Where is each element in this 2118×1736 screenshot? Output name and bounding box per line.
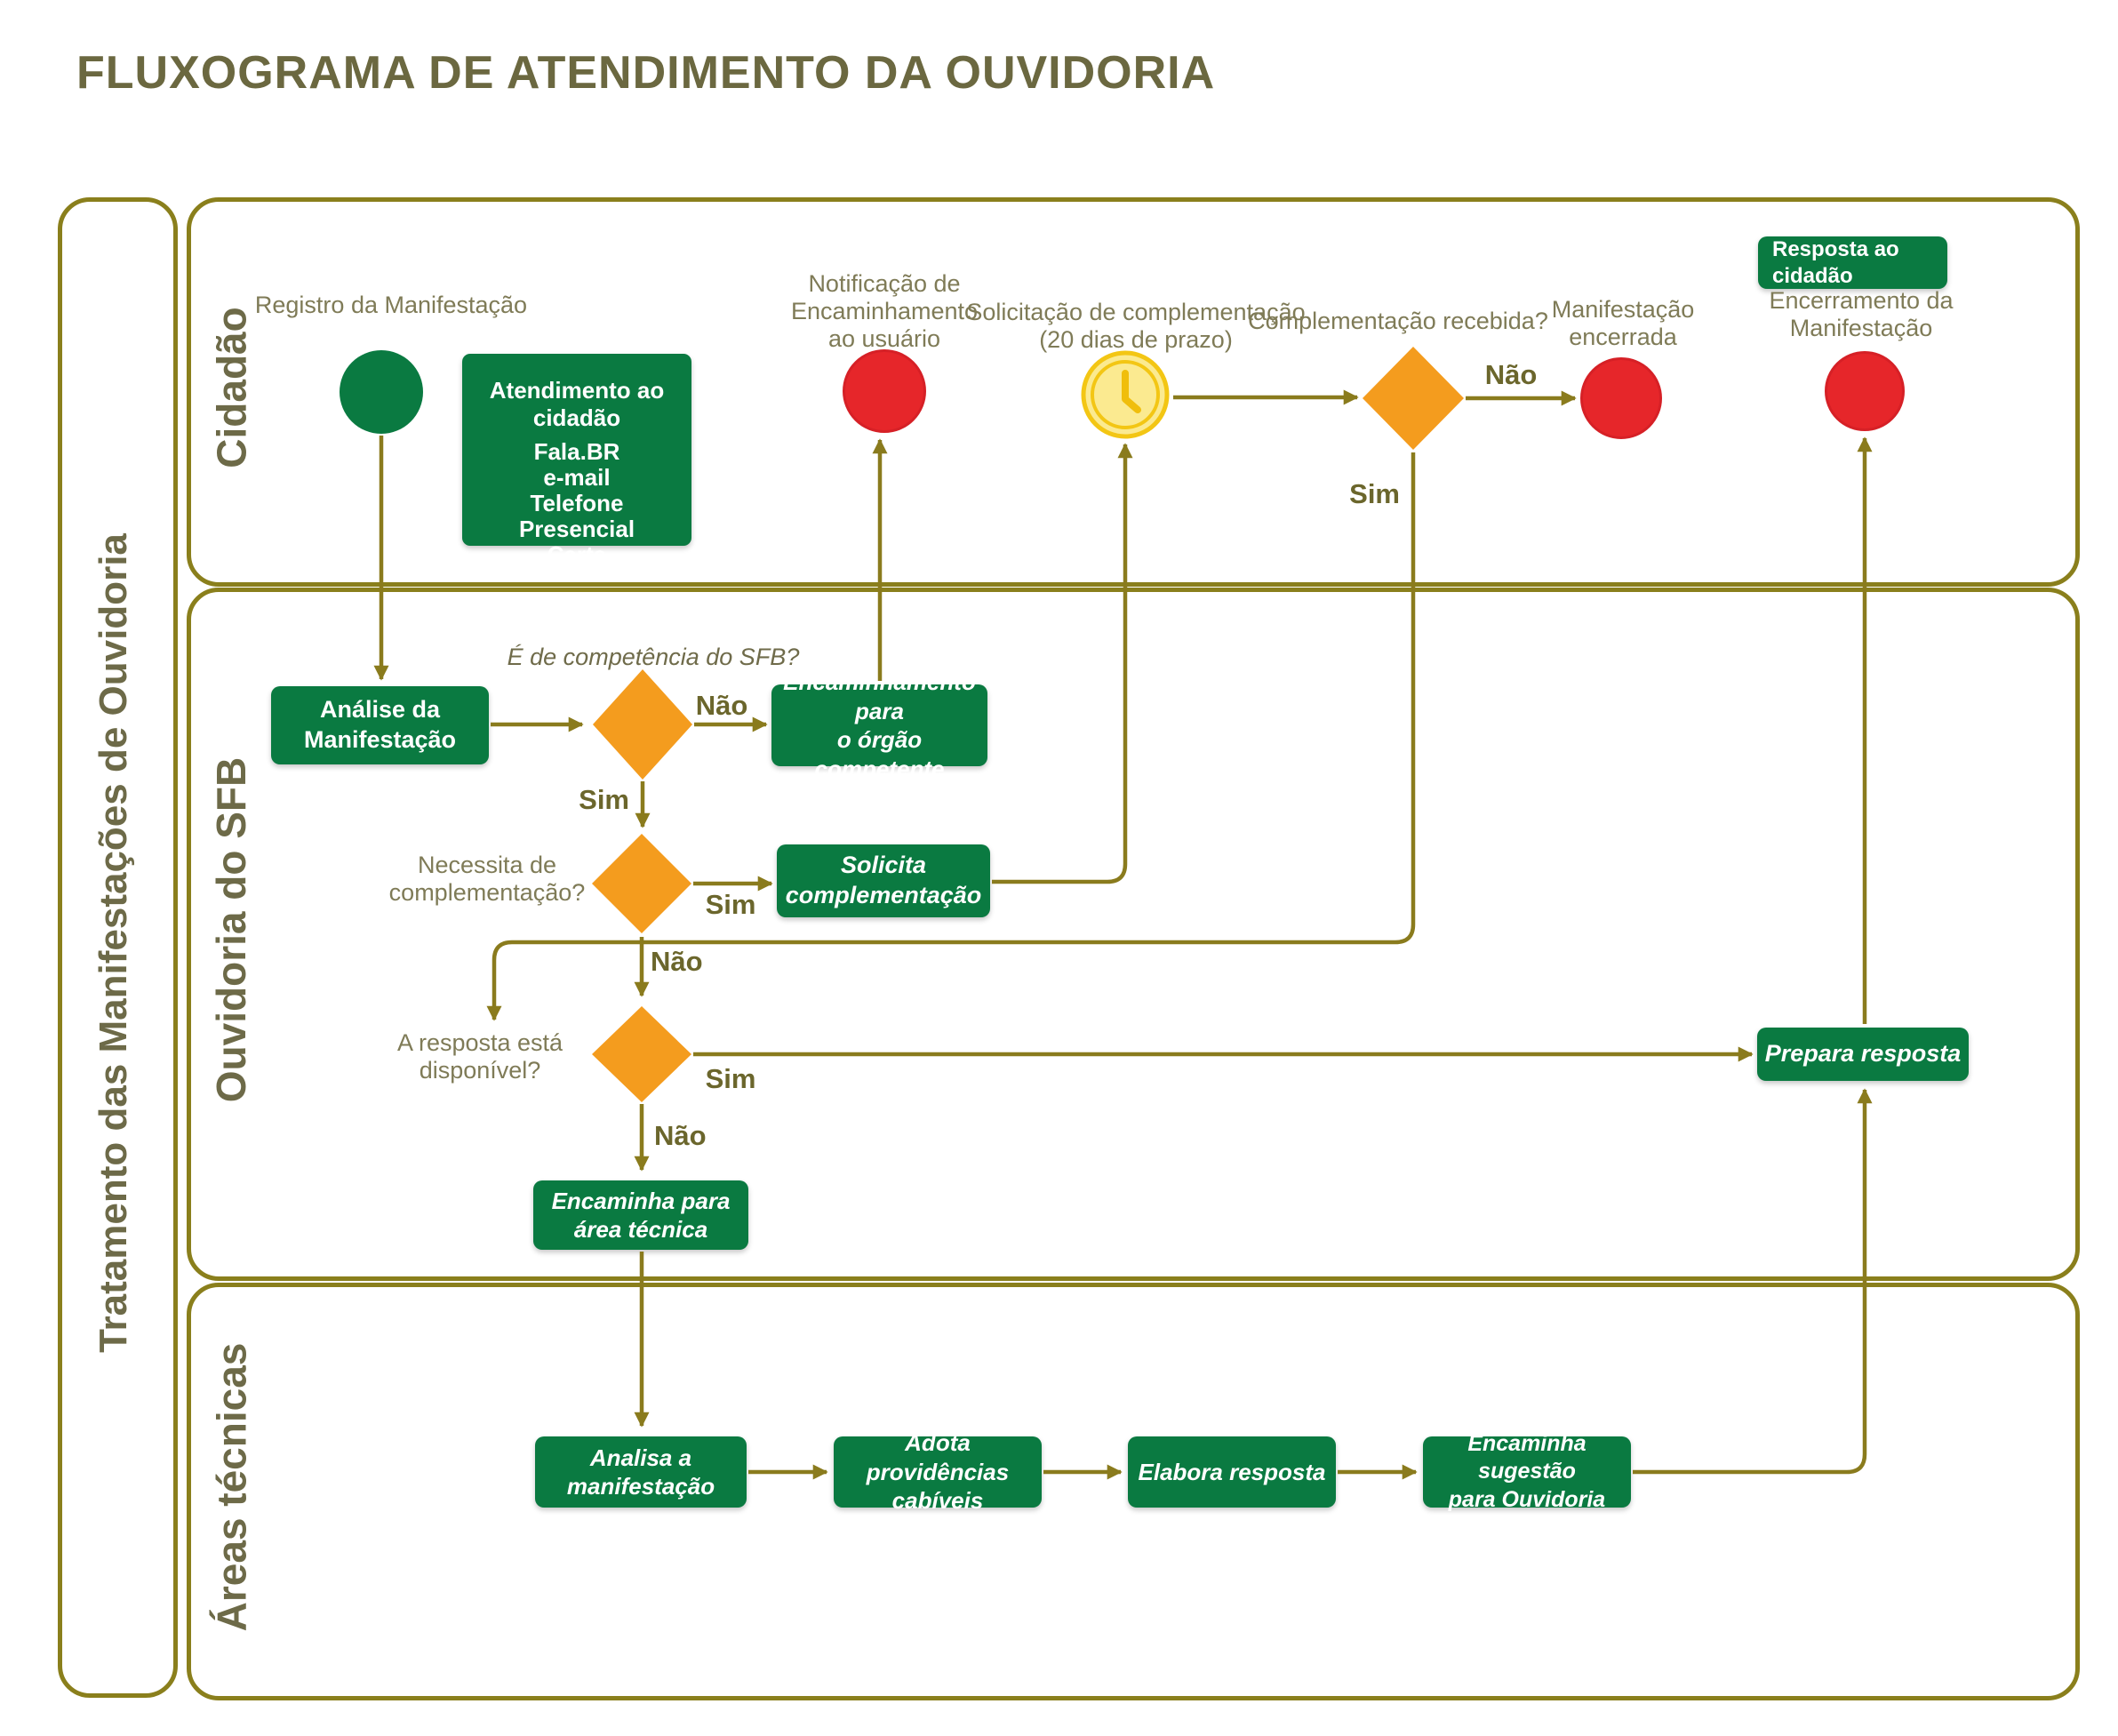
atendimento-box: Atendimento ao cidadão Fala.BR e-mail Te…: [462, 354, 691, 568]
end-event-notificacao-circle: [843, 349, 926, 433]
competencia-nao-label: Não: [695, 690, 748, 721]
resposta-cidadao-box: Resposta ao cidadão: [1758, 236, 1947, 289]
competencia-sim-label: Sim: [579, 784, 629, 815]
edge-sugestao-to-prepara: [1633, 1088, 1873, 1475]
clock-icon: [1081, 350, 1170, 439]
encerramento-caption: Encerramento da Manifestação: [1769, 287, 1954, 342]
lane-areas-tecnicas: [187, 1283, 2080, 1700]
registro-caption: Registro da Manifestação: [254, 292, 528, 318]
necessita-sim-label: Sim: [705, 889, 756, 920]
adota-box: Adota providências cabíveis: [834, 1429, 1042, 1514]
end-event-encerrada-circle: [1580, 357, 1662, 439]
necessita-question-caption: Necessita de complementação?: [388, 852, 586, 907]
elabora-box: Elabora resposta: [1128, 1436, 1336, 1508]
encerrada-caption: Manifestação encerrada: [1551, 296, 1695, 351]
necessita-nao-label: Não: [651, 946, 703, 977]
edge-complementacao-sim-return: [486, 452, 1416, 1021]
prepara-resposta-box: Prepara resposta: [1757, 1028, 1969, 1081]
solicitacao-caption: Solicitação de complementação (20 dias d…: [966, 299, 1306, 354]
page-title: FLUXOGRAMA DE ATENDIMENTO DA OUVIDORIA: [76, 47, 1216, 99]
solicita-box: Solicita complementação: [777, 844, 990, 917]
lane-cidadao: [187, 197, 2080, 587]
channel-carta: Carta: [547, 541, 607, 568]
start-event-circle: [340, 350, 423, 434]
group-lane-frame: [58, 197, 178, 1698]
atendimento-title: Atendimento ao cidadão: [489, 377, 665, 431]
encaminha-sugestao-box: Encaminha sugestão para Ouvidoria: [1423, 1431, 1631, 1512]
competencia-question-caption: É de competência do SFB?: [507, 644, 800, 670]
end-event-encerramento-circle: [1825, 351, 1905, 431]
complementacao-nao-label: Não: [1484, 359, 1538, 390]
notificacao-caption: Notificação de Encaminhamento ao usuário: [790, 270, 979, 353]
lane-ouvidoria-sfb: [187, 588, 2080, 1281]
analisa-box: Analisa a manifestação: [535, 1436, 747, 1508]
channel-telefone: Telefone: [530, 490, 624, 516]
channel-email: e-mail: [543, 464, 611, 491]
disponivel-sim-label: Sim: [705, 1063, 756, 1094]
disponivel-nao-label: Não: [654, 1120, 707, 1151]
complementacao-sim-label: Sim: [1349, 478, 1400, 509]
encaminha-area-box: Encaminha para área técnica: [533, 1180, 748, 1250]
edge-solicita-to-clock: [992, 443, 1133, 884]
channel-fala-br: Fala.BR: [533, 438, 620, 465]
disponivel-question-caption: A resposta está disponível?: [396, 1029, 563, 1084]
complementacao-question-caption: Complementação recebida?: [1248, 308, 1548, 334]
channel-presencial: Presencial: [518, 516, 635, 542]
analise-box: Análise da Manifestação: [271, 686, 489, 764]
